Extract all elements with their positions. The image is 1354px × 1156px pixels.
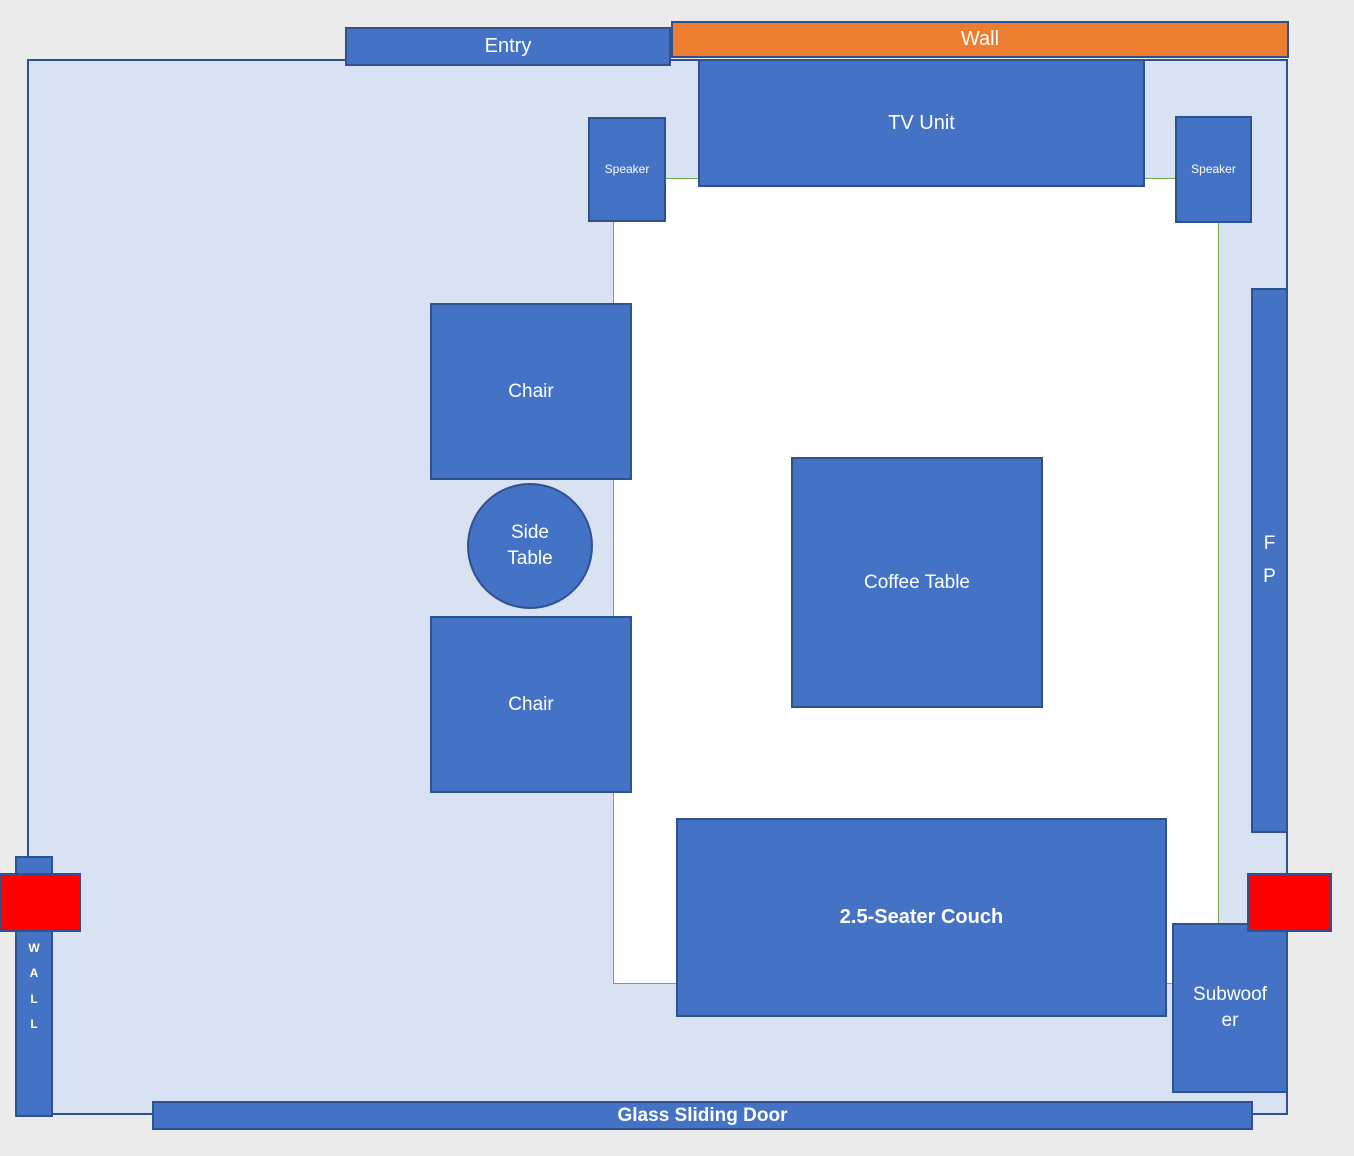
top-chair-shape: Chair [430,303,632,480]
glass-sliding-door-shape: Glass Sliding Door [152,1101,1253,1130]
right-blocked-marker [1247,873,1332,932]
subwoofer-shape: Subwoof er [1172,923,1288,1093]
entry-zone: Entry [345,27,671,66]
left-wall-label: W A L L [28,941,40,1031]
coffee-table-label: Coffee Table [864,571,970,593]
tv-unit-shape: TV Unit [698,59,1145,187]
left-blocked-marker [0,873,81,932]
subwoofer-label: Subwoof er [1193,984,1267,1031]
fireplace-label: F P [1263,533,1276,587]
coffee-table-shape: Coffee Table [791,457,1043,708]
top-wall-label: Wall [960,28,1000,50]
right-speaker-label: Speaker [1191,162,1236,177]
glass-sliding-door-label: Glass Sliding Door [617,1104,788,1126]
bottom-chair-label: Chair [508,693,554,715]
top-wall-segment: Wall [671,21,1289,58]
left-speaker-label: Speaker [604,162,650,177]
left-speaker-shape: Speaker [588,117,666,222]
couch-shape: 2.5-Seater Couch [676,818,1167,1017]
fireplace-shape: F P [1251,288,1288,833]
side-table-shape: Side Table [467,483,593,609]
couch-label: 2.5-Seater Couch [839,906,1004,928]
tv-unit-label: TV Unit [888,111,955,134]
top-chair-label: Chair [508,380,554,402]
side-table-label: Side Table [507,522,553,569]
bottom-chair-shape: Chair [430,616,632,793]
entry-label: Entry [484,35,532,57]
right-speaker-shape: Speaker [1175,116,1252,223]
